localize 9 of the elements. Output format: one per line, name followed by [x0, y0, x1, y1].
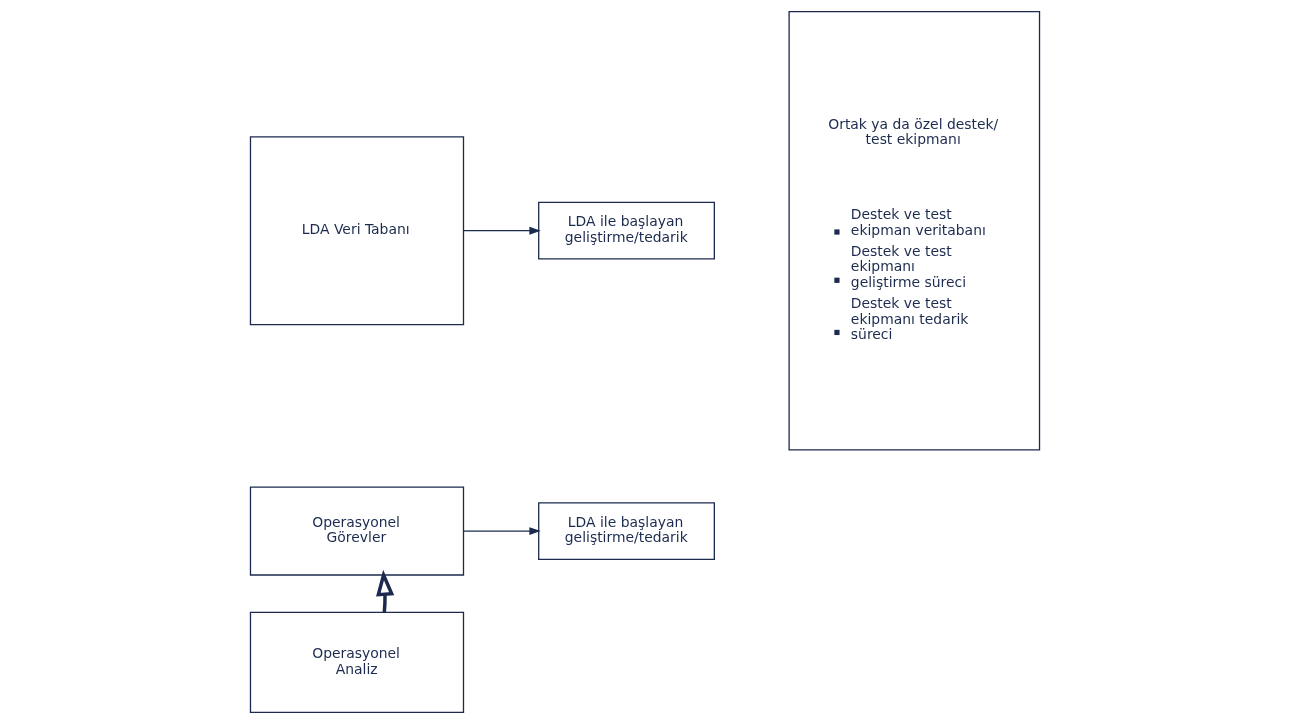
arrow [462, 527, 541, 536]
arrow [462, 226, 541, 235]
node-box: Ortak ya da özel destek/ test ekipmanı Destek ve test ekipman veritabanı Destek ve test ekipmanı geliştirme süreci Destek ve test ekipmanı tedarik süreci [788, 10, 1041, 451]
node-box: Operasyonel Görevler [249, 486, 465, 576]
node-box: LDA ile başlayan geliştirme/tedarik [538, 502, 715, 560]
node-box: LDA Veri Tabanı [249, 136, 465, 326]
arrow [376, 569, 395, 613]
node-box: LDA ile başlayan geliştirme/tedarik [538, 201, 715, 260]
node-box: Operasyonel Analiz [249, 611, 465, 714]
